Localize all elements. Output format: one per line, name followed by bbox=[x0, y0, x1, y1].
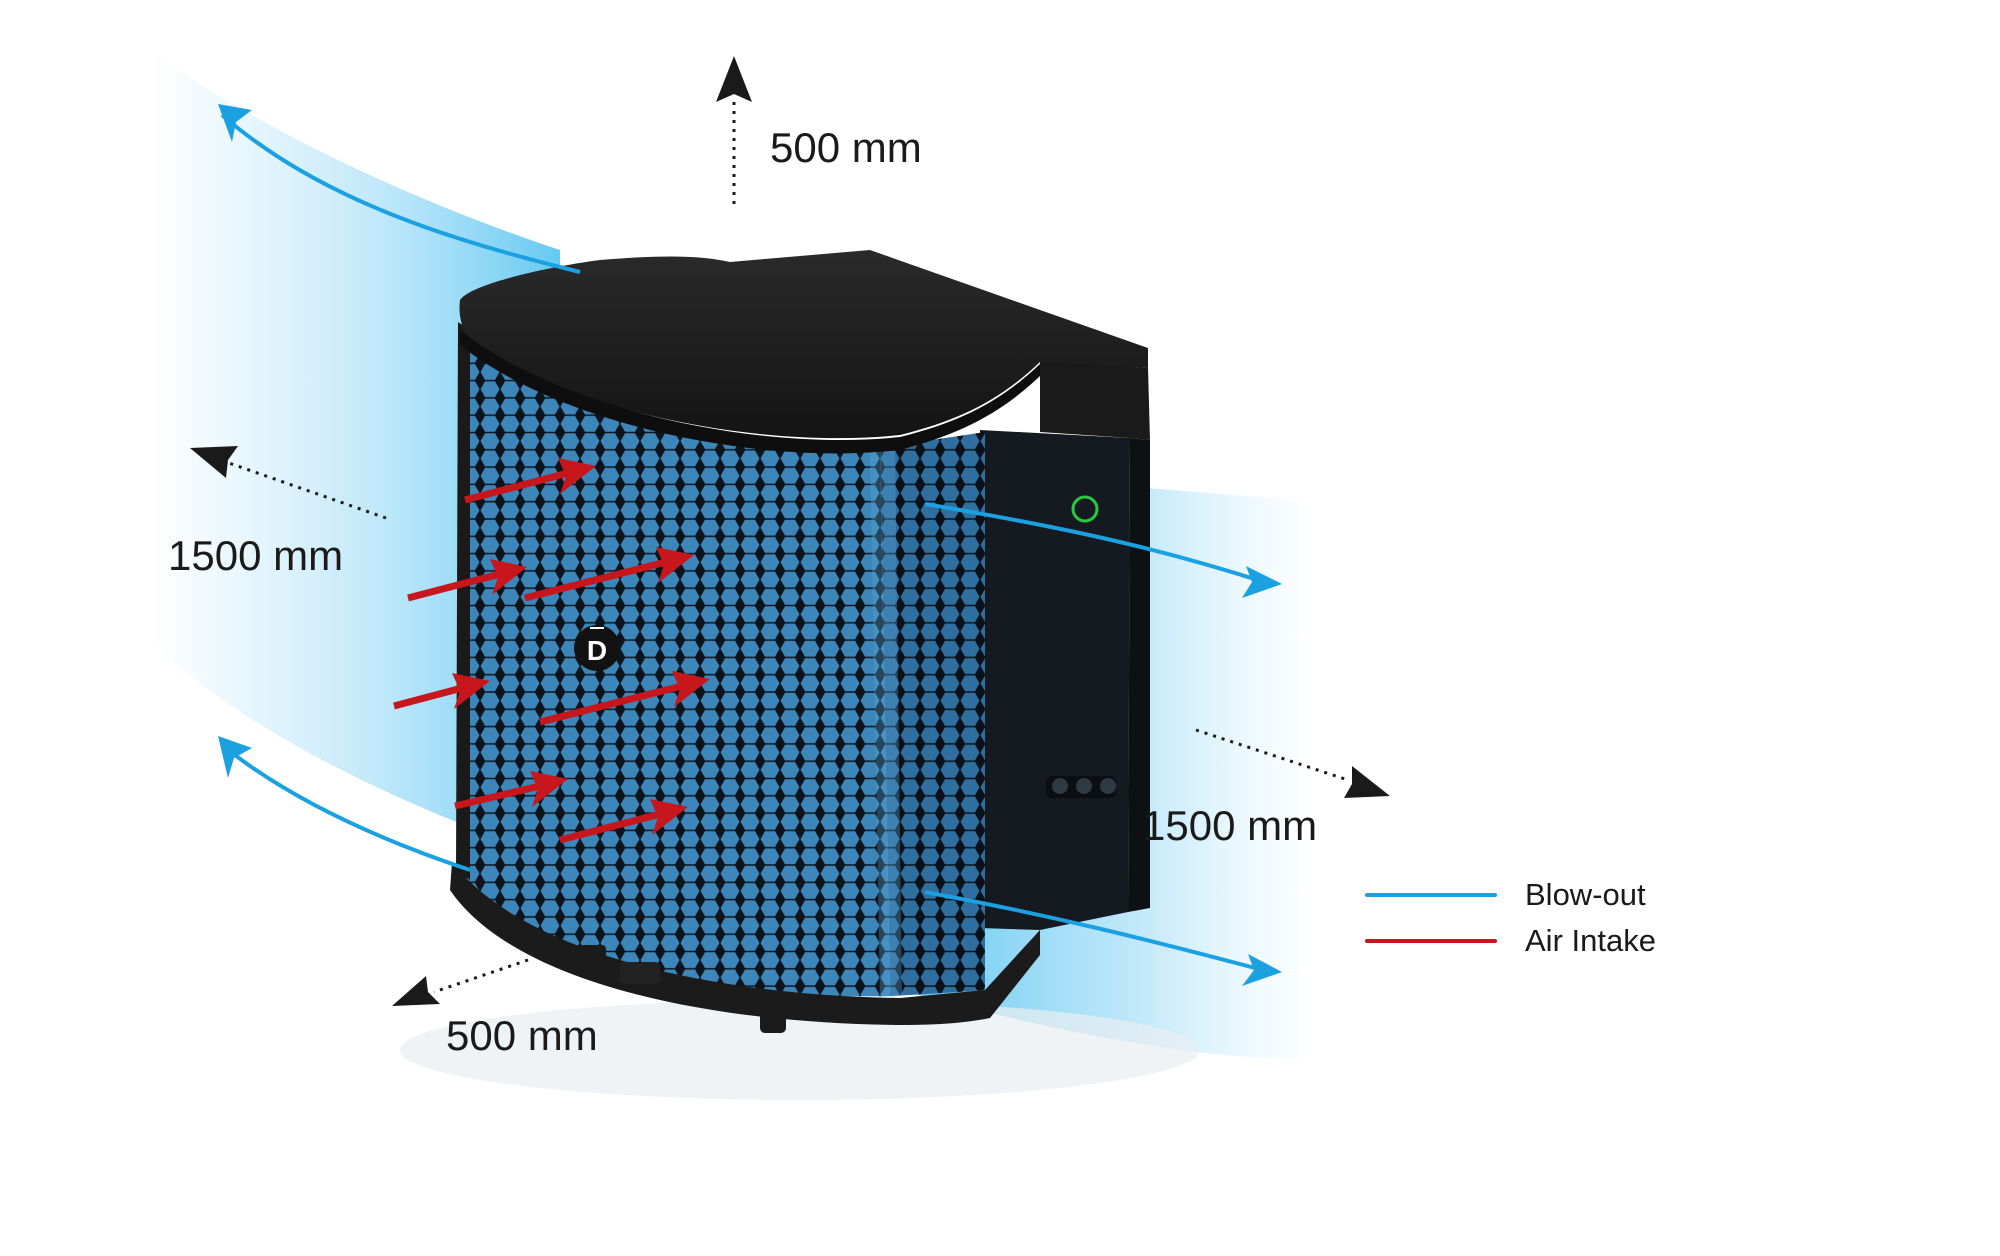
legend-swatch-blow-out bbox=[1365, 893, 1497, 897]
top-lid bbox=[459, 250, 1148, 439]
air-intake-arrow bbox=[454, 782, 541, 810]
dimension-front-label: 500 mm bbox=[446, 1012, 598, 1059]
legend-item-blow-out: Blow-out bbox=[1365, 872, 1695, 918]
legend-label-blow-out: Blow-out bbox=[1525, 877, 1646, 912]
pipe-connectors bbox=[1046, 776, 1116, 798]
air-intake-arrows bbox=[393, 458, 710, 844]
heat-pump-unit: D bbox=[450, 250, 1150, 1033]
clearance-arrow-left bbox=[225, 460, 387, 520]
dimension-left-label: 1500 mm bbox=[168, 532, 344, 579]
air-intake-arrow bbox=[464, 469, 569, 504]
d-logo-icon: D bbox=[574, 625, 620, 671]
air-intake-arrow bbox=[539, 682, 683, 726]
floor-shadow bbox=[400, 1000, 1200, 1100]
air-intake-arrow bbox=[524, 558, 667, 602]
air-intake-arrow bbox=[559, 810, 661, 844]
blow-out-arrow bbox=[924, 890, 1271, 974]
service-panel bbox=[980, 430, 1130, 930]
status-ring-icon bbox=[1071, 495, 1099, 523]
legend-label-air-intake: Air Intake bbox=[1525, 923, 1656, 958]
dimension-right-label: 1500 mm bbox=[1142, 802, 1318, 849]
dimension-top-label: 500 mm bbox=[770, 124, 922, 171]
clearance-arrow-front bbox=[433, 958, 529, 994]
legend-swatch-air-intake bbox=[1365, 939, 1497, 943]
clearance-arrows bbox=[190, 56, 1390, 1006]
blow-out-arrow bbox=[220, 743, 471, 872]
legend: Blow-out Air Intake bbox=[1365, 872, 1695, 964]
blow-out-arrow bbox=[924, 502, 1271, 586]
front-grille bbox=[460, 330, 890, 997]
base-frame bbox=[450, 862, 1040, 1025]
blow-out-arrows bbox=[218, 104, 1282, 986]
air-intake-arrow bbox=[407, 570, 501, 602]
blow-out-arrow bbox=[220, 113, 581, 274]
side-grille bbox=[880, 432, 985, 996]
air-intake-arrow bbox=[393, 684, 463, 710]
logo-letter: D bbox=[587, 635, 607, 666]
legend-item-air-intake: Air Intake bbox=[1365, 918, 1695, 964]
